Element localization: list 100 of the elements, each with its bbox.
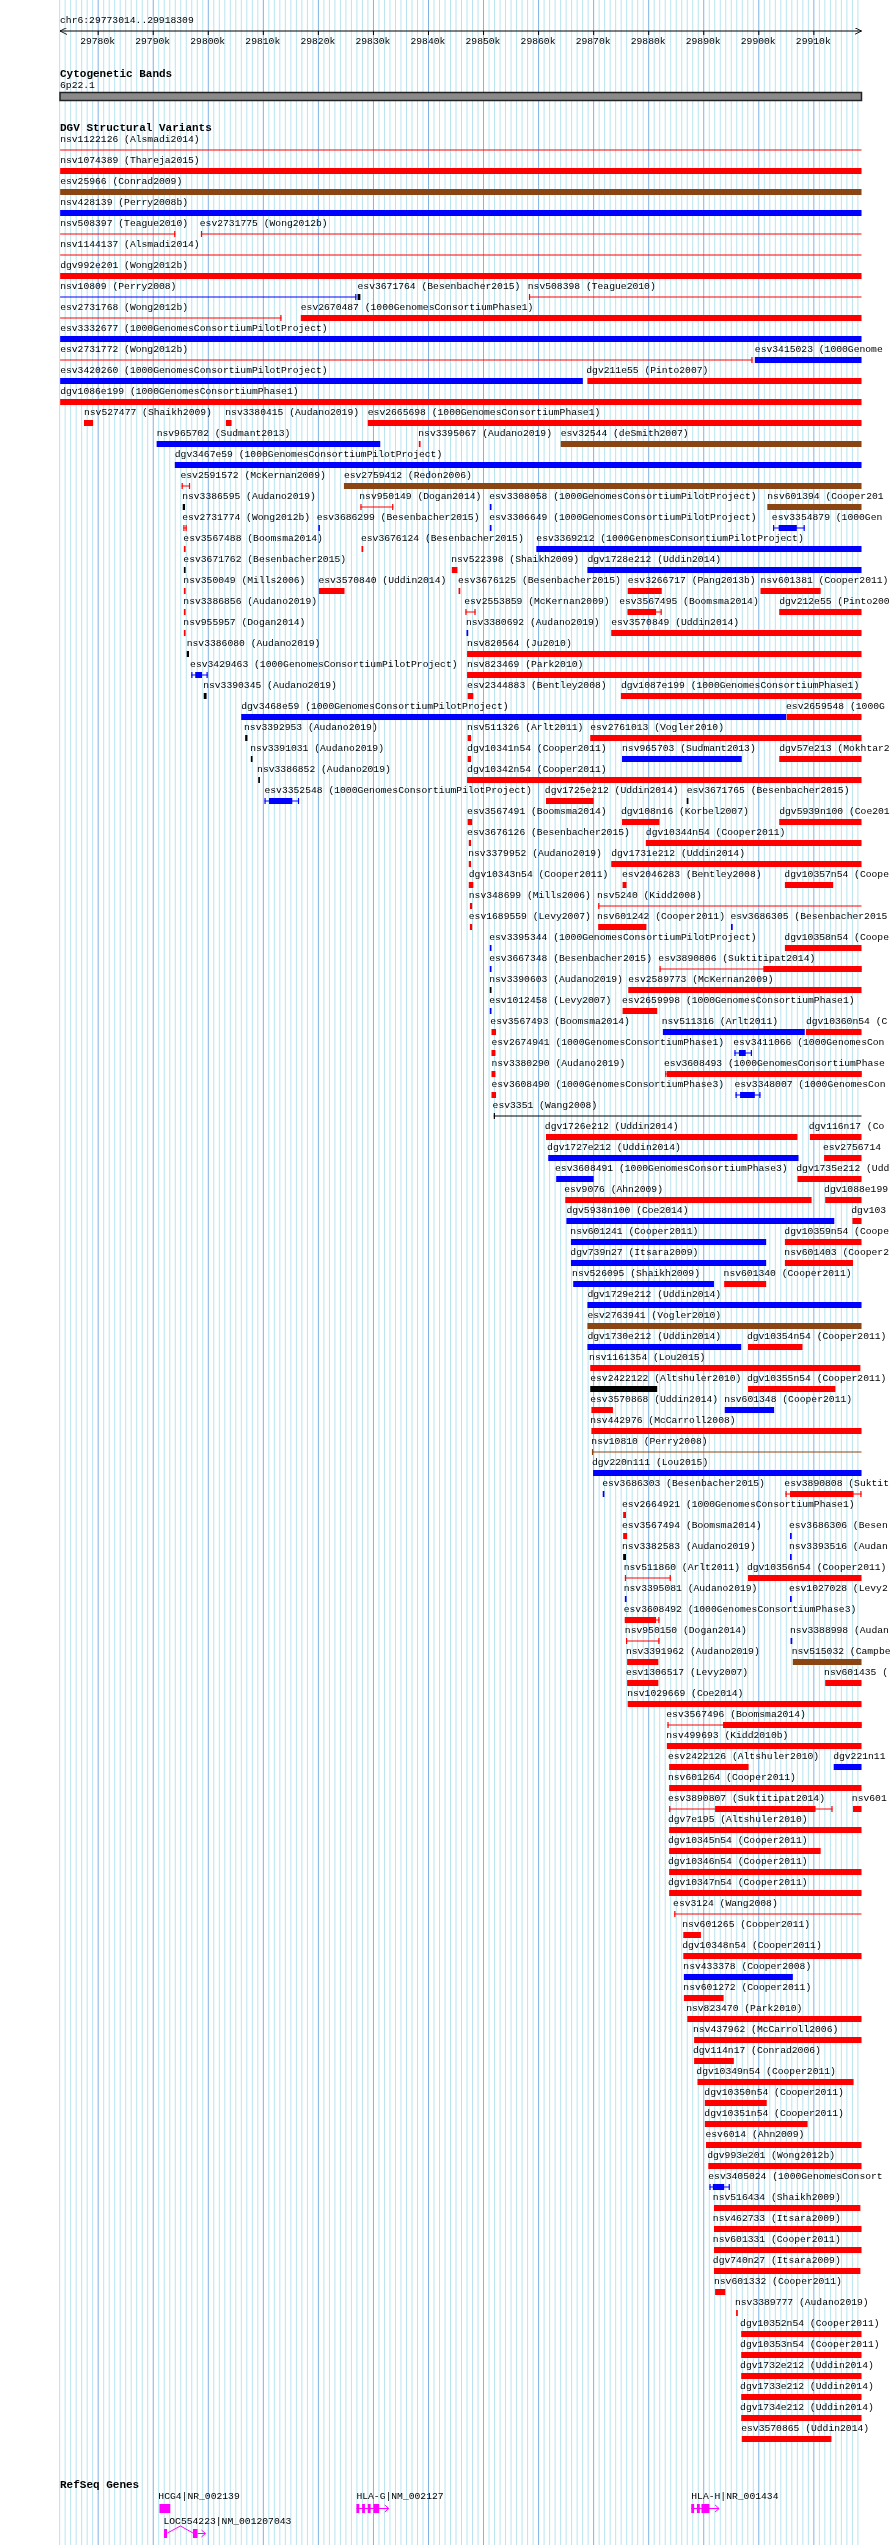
variant-label: dgv10354n54 (Cooper2011) xyxy=(746,1331,887,1343)
gene-label: LOC554223|NM_001207043 xyxy=(163,2516,292,2528)
section-heading: DGV Structural Variants xyxy=(60,121,212,135)
variant-label: esv3266717 (Pang2013b) xyxy=(627,575,756,587)
variant-label: nsv3390603 (Audano2019) xyxy=(489,974,623,986)
variant-label: esv3608491 (1000GenomesConsortiumPhase3) xyxy=(555,1163,788,1175)
variant-label: dgv993e201 (Wong2012b) xyxy=(707,2150,836,2162)
variant-label: dgv3468e59 (1000GenomesConsortiumPilotProject) xyxy=(241,701,509,713)
variant-label: dgv992e201 (Wong2012b) xyxy=(60,260,189,272)
variant-label: dgv740n27 (Itsara2009) xyxy=(712,2255,841,2267)
variant-label: esv3890806 (Suktitipat2014) xyxy=(658,953,816,965)
variant-label: nsv5240 (Kidd2008) xyxy=(597,890,702,902)
variant-label: nsv601340 (Cooper2011) xyxy=(723,1268,852,1280)
variant-label: dgv10359n54 (Coope xyxy=(784,1226,889,1238)
axis-tick-label: 29810k xyxy=(245,36,281,48)
variant-label: dgv10342n54 (Cooper2011) xyxy=(467,764,607,776)
variant-label: nsv3382583 (Audano2019) xyxy=(622,1541,756,1553)
variant-label: esv3354879 (1000Gen xyxy=(771,512,883,524)
variant-label: nsv462733 (Itsara2009) xyxy=(712,2213,841,2225)
variant-label: esv3676126 (Besenbacher2015) xyxy=(467,827,630,839)
variant-label: dgv114n17 (Conrad2006) xyxy=(692,2045,821,2057)
variant-label: dgv1733e212 (Uddin2014) xyxy=(740,2381,874,2393)
variant-label: esv6014 (Ahn2009) xyxy=(705,2129,805,2141)
variant-label: esv3890808 (Suktit xyxy=(784,1478,889,1490)
variant-label: dgv1728e212 (Uddin2014) xyxy=(587,554,722,566)
axis-tick-label: 29840k xyxy=(410,36,446,48)
variant-label: dgv10360n54 (C xyxy=(805,1016,888,1028)
variant-label: dgv220n111 (Lou2015) xyxy=(591,1457,709,1469)
variant-label: nsv350049 (Mills2006) xyxy=(183,575,306,587)
variant-label: esv3608490 (1000GenomesConsortiumPhase3) xyxy=(491,1079,725,1091)
variant-label: nsv515032 (Campbe xyxy=(791,1646,890,1658)
gene-label: HLA-H|NR_001434 xyxy=(691,2491,779,2503)
variant-label: esv3676124 (Besenbacher2015) xyxy=(360,533,524,545)
variant-label: esv2759412 (Redon2006) xyxy=(343,470,472,482)
variant-label: nsv516434 (Shaikh2009) xyxy=(712,2192,841,2204)
variant-label: esv2553859 (McKernan2009) xyxy=(464,596,610,608)
variant-label: esv2731775 (Wong2012b) xyxy=(199,218,328,230)
variant-label: dgv10346n54 (Cooper2011) xyxy=(668,1856,808,1868)
variant-label: esv2591572 (McKernan2009) xyxy=(180,470,326,482)
variant-label: nsv601242 (Cooper2011) xyxy=(597,911,725,923)
variant-label: nsv428139 (Perry2008b) xyxy=(60,197,189,209)
variant-label: esv2422122 (Altshuler2010) xyxy=(590,1373,742,1385)
variant-label: dgv7e195 (Altshuler2010) xyxy=(668,1814,808,1826)
variant-label: dgv10343n54 (Cooper2011) xyxy=(468,869,609,881)
variant-label: nsv3392953 (Audano2019) xyxy=(244,722,378,734)
variant-label: esv3306649 (1000GenomesConsortiumPilotProject) xyxy=(489,512,757,524)
variant-label: esv3608492 (1000GenomesConsortiumPhase3) xyxy=(623,1604,857,1616)
variant-label: nsv3380415 (Audano2019) xyxy=(225,407,359,419)
variant-label: esv3686306 (Besen xyxy=(788,1520,888,1532)
variant-label: nsv442976 (McCarroll2008) xyxy=(590,1415,736,1427)
variant-label: dgv10351n54 (Cooper2011) xyxy=(704,2108,844,2120)
variant-label: nsv1074389 (Thareja2015) xyxy=(60,155,200,167)
variant-label: esv3567488 (Boomsma2014) xyxy=(183,533,323,545)
variant-label: nsv3391031 (Audano2019) xyxy=(250,743,384,755)
variant-label: dgv10357n54 (Coope xyxy=(784,869,889,881)
variant-label: nsv601331 (Cooper2011) xyxy=(712,2234,841,2246)
variant-label: dgv1088e199 xyxy=(824,1184,888,1196)
variant-label: nsv3389777 (Audano2019) xyxy=(734,2297,869,2309)
variant-label: nsv1144137 (Alsmadi2014) xyxy=(60,239,200,251)
variant-label: dgv10345n54 (Cooper2011) xyxy=(668,1835,808,1847)
variant-label: dgv10355n54 (Cooper2011) xyxy=(746,1373,887,1385)
variant-label: dgv1731e212 (Uddin2014) xyxy=(611,848,745,860)
variant-label: esv2674941 (1000GenomesConsortiumPhase1) xyxy=(491,1037,725,1049)
variant-label: esv3570865 (Uddin2014) xyxy=(741,2423,870,2435)
variant-label: dgv5939n100 (Coe201 xyxy=(779,806,890,818)
variant-label: nsv955957 (Dogan2014) xyxy=(183,617,306,629)
variant-label: esv3676125 (Besenbacher2015) xyxy=(458,575,621,587)
variant-label: nsv3380692 (Audano2019) xyxy=(465,617,600,629)
variant-label: esv2046283 (Bentley2008) xyxy=(622,869,762,881)
variant-label: dgv103 xyxy=(851,1205,887,1217)
variant-label: nsv601241 (Cooper2011) xyxy=(570,1226,699,1238)
axis-tick-label: 29780k xyxy=(80,36,116,48)
variant-label: esv3567494 (Boomsma2014) xyxy=(622,1520,762,1532)
variant-label: nsv601264 (Cooper2011) xyxy=(668,1772,796,1784)
variant-label: esv3351 (Wang2008) xyxy=(492,1100,598,1112)
variant-label: esv3671762 (Besenbacher2015) xyxy=(183,554,347,566)
variant-label: esv1012458 (Levy2007) xyxy=(489,995,612,1007)
variant-label: esv3395344 (1000GenomesConsortiumPilotProject) xyxy=(489,932,757,944)
variant-label: esv2589773 (McKernan2009) xyxy=(628,974,774,986)
axis-tick-label: 29880k xyxy=(630,36,666,48)
variant-label: nsv1029669 (Coe2014) xyxy=(627,1688,744,1700)
axis-tick-label: 29820k xyxy=(300,36,336,48)
variant-label: esv3369212 (1000GenomesConsortiumPilotProject) xyxy=(536,533,804,545)
variant-label: dgv212e55 (Pinto200 xyxy=(779,596,890,608)
variant-label: esv3567495 (Boomsma2014) xyxy=(619,596,759,608)
section-heading: Cytogenetic Bands xyxy=(60,67,173,81)
variant-label: nsv820564 (Ju2010) xyxy=(467,638,572,650)
variant-label: esv2659998 (1000GenomesConsortiumPhase1) xyxy=(622,995,855,1007)
variant-label: esv3671764 (Besenbacher2015) xyxy=(357,281,521,293)
variant-label: dgv5938n100 (Coe2014) xyxy=(566,1205,689,1217)
variant-label: nsv3379952 (Audano2019) xyxy=(468,848,602,860)
variant-label: dgv10347n54 (Cooper2011) xyxy=(668,1877,808,1889)
variant-label: nsv3395067 (Audano2019) xyxy=(418,428,552,440)
variant-label: nsv601435 ( xyxy=(824,1667,888,1679)
variant-label: dgv1727e212 (Uddin2014) xyxy=(547,1142,681,1154)
variant-label: dgv3467e59 (1000GenomesConsortiumPilotProject) xyxy=(174,449,443,461)
variant-label: esv3567491 (Boomsma2014) xyxy=(467,806,607,818)
variant-label: esv2763941 (Vogler2010) xyxy=(587,1310,722,1322)
variant-label: esv9076 (Ahn2009) xyxy=(564,1184,663,1196)
variant-label: dgv10349n54 (Cooper2011) xyxy=(696,2066,836,2078)
